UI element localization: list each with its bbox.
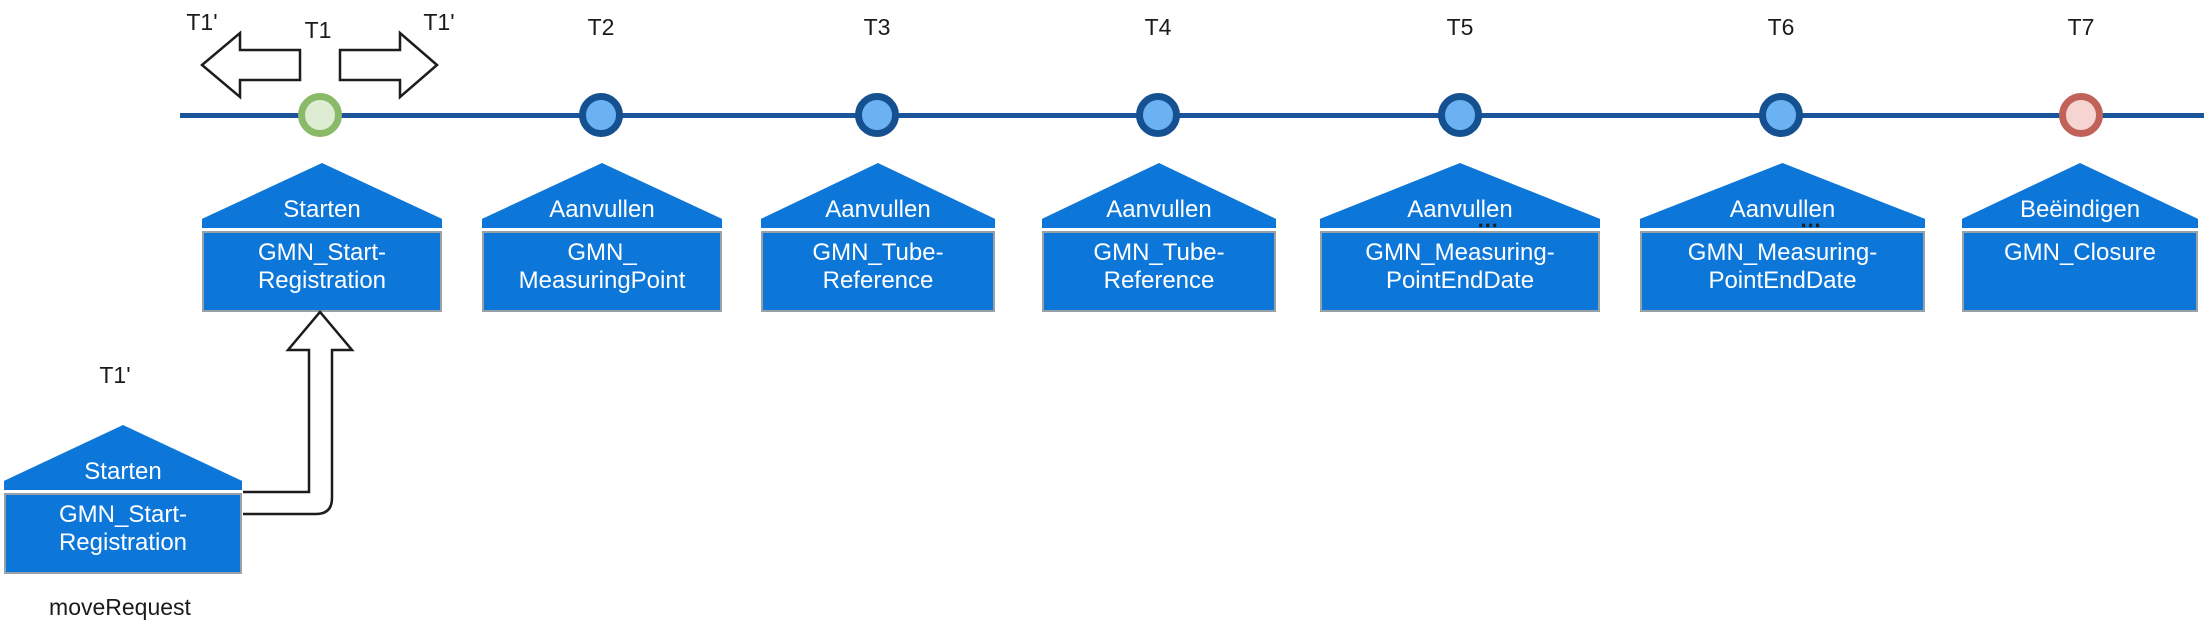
- marker-label-t1: T1: [304, 17, 332, 43]
- house-t6-ellipsis: …: [1799, 207, 1824, 232]
- move-left-label: T1': [186, 9, 218, 35]
- house-t4-body: GMN_Tube- Reference: [1042, 231, 1276, 312]
- house-t4-roof: Aanvullen: [1042, 163, 1276, 228]
- timeline-axis: [180, 113, 2204, 118]
- house-t7-roof-label: Beëindigen: [2019, 196, 2141, 223]
- house-t3-roof-label: Aanvullen: [825, 196, 931, 223]
- house-t6-roof-label: Aanvullen: [1729, 196, 1836, 223]
- house-t3: Aanvullen GMN_Tube- Reference: [761, 163, 995, 312]
- house-t7-body-line1: GMN_Closure: [2003, 239, 2157, 266]
- house-t7: Beëindigen GMN_Closure: [1962, 163, 2198, 312]
- marker-label-t5: T5: [1446, 14, 1474, 40]
- timeline-node-t7-end: [2059, 93, 2103, 137]
- house-t2-body-line1: GMN_: [567, 239, 637, 266]
- house-t3-body-line2: Reference: [822, 267, 934, 294]
- house-t6-body-line1: GMN_Measuring-: [1687, 239, 1878, 266]
- house-t1-body: GMN_Start- Registration: [202, 231, 442, 312]
- timeline-node-t3: [855, 93, 899, 137]
- house-t6: Aanvullen … GMN_Measuring- PointEndDate: [1640, 163, 1925, 312]
- house-t2-body-line2: MeasuringPoint: [518, 267, 686, 294]
- house-t1-body-line2: Registration: [257, 267, 387, 294]
- house-t4-roof-label: Aanvullen: [1106, 196, 1212, 223]
- move-request-roof-label: Starten: [84, 458, 162, 485]
- move-request-body-line2: Registration: [58, 529, 188, 556]
- marker-label-t6: T6: [1767, 14, 1795, 40]
- house-t2-body: GMN_ MeasuringPoint: [482, 231, 722, 312]
- house-t2: Aanvullen GMN_ MeasuringPoint: [482, 163, 722, 312]
- move-request-caption: moveRequest: [49, 594, 191, 620]
- house-t1: Starten GMN_Start- Registration: [202, 163, 442, 312]
- move-request-body-line1: GMN_Start-: [58, 501, 187, 528]
- house-t3-roof: Aanvullen: [761, 163, 995, 228]
- timeline-node-t1-start: [298, 93, 342, 137]
- house-t5: Aanvullen … GMN_Measuring- PointEndDate: [1320, 163, 1600, 312]
- timeline-node-t4: [1136, 93, 1180, 137]
- house-t1-roof-label: Starten: [283, 196, 361, 223]
- house-t5-body-line2: PointEndDate: [1385, 267, 1535, 294]
- house-t5-ellipsis: …: [1476, 207, 1501, 232]
- house-t5-body-line1: GMN_Measuring-: [1365, 239, 1555, 266]
- marker-label-t2: T2: [587, 14, 615, 40]
- timeline-node-t2: [579, 93, 623, 137]
- move-right-label: T1': [423, 9, 455, 35]
- move-request-time-label: T1': [99, 362, 131, 388]
- house-t7-body: GMN_Closure: [1962, 231, 2198, 312]
- marker-label-t7: T7: [2067, 14, 2095, 40]
- house-t2-roof-label: Aanvullen: [549, 196, 655, 223]
- move-request-house-roof: Starten: [4, 425, 242, 490]
- house-t1-roof: Starten: [202, 163, 442, 228]
- timeline-node-t5: [1438, 93, 1482, 137]
- marker-label-t3: T3: [863, 14, 891, 40]
- house-t3-body: GMN_Tube- Reference: [761, 231, 995, 312]
- house-t5-roof-label: Aanvullen: [1407, 196, 1513, 223]
- house-t2-roof: Aanvullen: [482, 163, 722, 228]
- move-request-arrow-icon: [243, 310, 355, 516]
- house-t4-body-line1: GMN_Tube-: [1093, 239, 1225, 266]
- house-t5-roof: Aanvullen: [1320, 163, 1600, 228]
- house-t6-body: GMN_Measuring- PointEndDate: [1640, 231, 1925, 312]
- house-t4: Aanvullen GMN_Tube- Reference: [1042, 163, 1276, 312]
- house-t7-roof: Beëindigen: [1962, 163, 2198, 228]
- move-request-house-body: GMN_Start- Registration: [4, 493, 242, 574]
- house-t4-body-line2: Reference: [1103, 267, 1215, 294]
- house-t5-body: GMN_Measuring- PointEndDate: [1320, 231, 1600, 312]
- house-t6-body-line2: PointEndDate: [1708, 267, 1857, 294]
- house-t3-body-line1: GMN_Tube-: [812, 239, 944, 266]
- move-request-house: Starten GMN_Start- Registration: [4, 425, 242, 574]
- marker-label-t4: T4: [1144, 14, 1172, 40]
- house-t1-body-line1: GMN_Start-: [257, 239, 386, 266]
- timeline-node-t6: [1759, 93, 1803, 137]
- house-t6-roof: Aanvullen: [1640, 163, 1925, 228]
- house-t7-body-line2: [1964, 267, 2196, 295]
